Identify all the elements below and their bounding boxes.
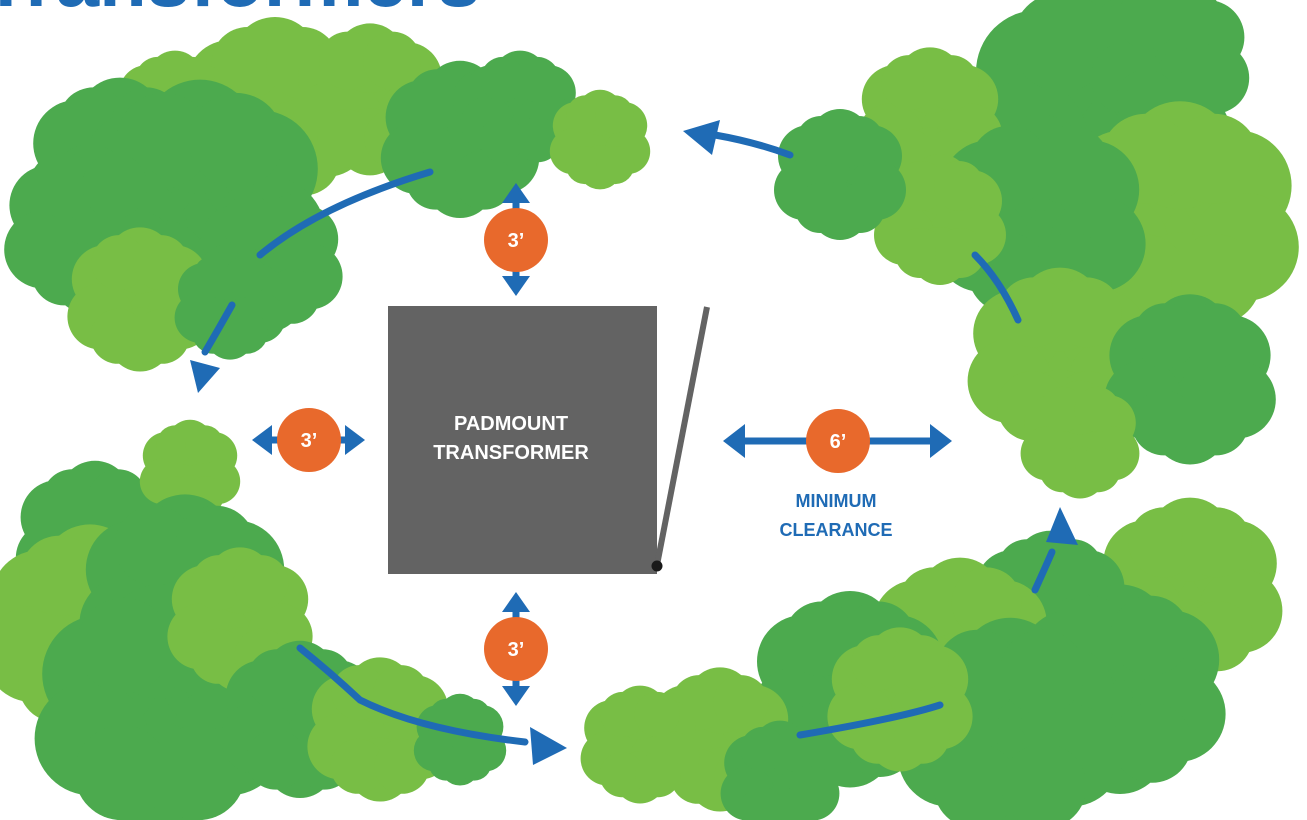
- clearance-left: 3’: [252, 408, 365, 472]
- arrowhead-left-pointing: [252, 425, 272, 455]
- door-hinge: [651, 560, 663, 572]
- shrub-light: [167, 547, 313, 692]
- transformer-label-line1: PADMOUNT: [454, 413, 568, 435]
- shrub-group-top-right: [774, 0, 1299, 499]
- flow-arrow-left: [201, 301, 236, 356]
- arrowhead-left-pointing: [723, 424, 745, 458]
- flow-arrow-bottom-left: [296, 644, 529, 746]
- page-title: Transformers: [0, 0, 481, 23]
- arrowhead-up: [502, 592, 530, 612]
- shrub-group-bottom-right: [580, 497, 1283, 820]
- clearance-value-right: 6’: [830, 431, 847, 453]
- transformer-box: [388, 306, 657, 574]
- clearance-value-bottom: 3’: [508, 639, 525, 661]
- shrub-dark: [460, 50, 580, 169]
- clearance-badge-right: [806, 409, 870, 473]
- shrub-light: [874, 154, 1006, 285]
- shrub-light: [1020, 380, 1140, 499]
- shrub-group-top-left: [4, 17, 651, 372]
- clearance-right: 6’: [723, 409, 952, 473]
- arrowhead-down: [502, 276, 530, 296]
- flow-arrow-bottom-right: [1031, 548, 1056, 594]
- clearance-value-left: 3’: [301, 430, 318, 452]
- arrowhead-left: [190, 360, 220, 393]
- transformer-door: [654, 306, 710, 566]
- flow-arrowheads: [190, 120, 1078, 765]
- arrowhead-up: [502, 183, 530, 203]
- flow-arrow-top-left: [256, 168, 434, 259]
- shrub-light: [580, 685, 700, 804]
- clearance-badge-top: [484, 208, 548, 272]
- clearance-top: 3’: [484, 183, 548, 296]
- transformer-label-line2: TRANSFORMER: [433, 442, 589, 464]
- shrub-light: [139, 419, 241, 520]
- shrub-light: [67, 227, 213, 372]
- clearance-bottom: 3’: [484, 592, 548, 706]
- shrub-dark: [774, 109, 906, 240]
- arrowhead-right-pointing: [345, 425, 365, 455]
- clearance-value-top: 3’: [508, 230, 525, 252]
- shrub-light: [549, 89, 651, 190]
- padmount-transformer: PADMOUNT TRANSFORMER: [388, 306, 710, 574]
- arrowhead-down: [502, 686, 530, 706]
- minimum-clearance-line1: MINIMUM: [796, 491, 877, 511]
- shrub-light: [827, 627, 973, 772]
- shrub-dark: [413, 693, 507, 786]
- arrowhead-bottom-right: [1046, 507, 1078, 545]
- arrowhead-top-right: [683, 120, 720, 155]
- flow-arrow-bottom: [796, 701, 944, 739]
- flow-arrows: [201, 131, 1056, 746]
- arrowhead-bottom-left: [530, 727, 567, 765]
- clearance-badge-bottom: [484, 617, 548, 681]
- shrub-dark: [1104, 294, 1276, 465]
- flow-arrow-right: [971, 251, 1022, 324]
- shrub-light: [307, 657, 453, 802]
- shrub-group-bottom-left: [0, 419, 507, 820]
- flow-arrow-top-right: [711, 131, 794, 159]
- shrub-dark: [720, 720, 840, 820]
- arrowhead-right-pointing: [930, 424, 952, 458]
- minimum-clearance-line2: CLEARANCE: [779, 520, 892, 540]
- clearance-badge-left: [277, 408, 341, 472]
